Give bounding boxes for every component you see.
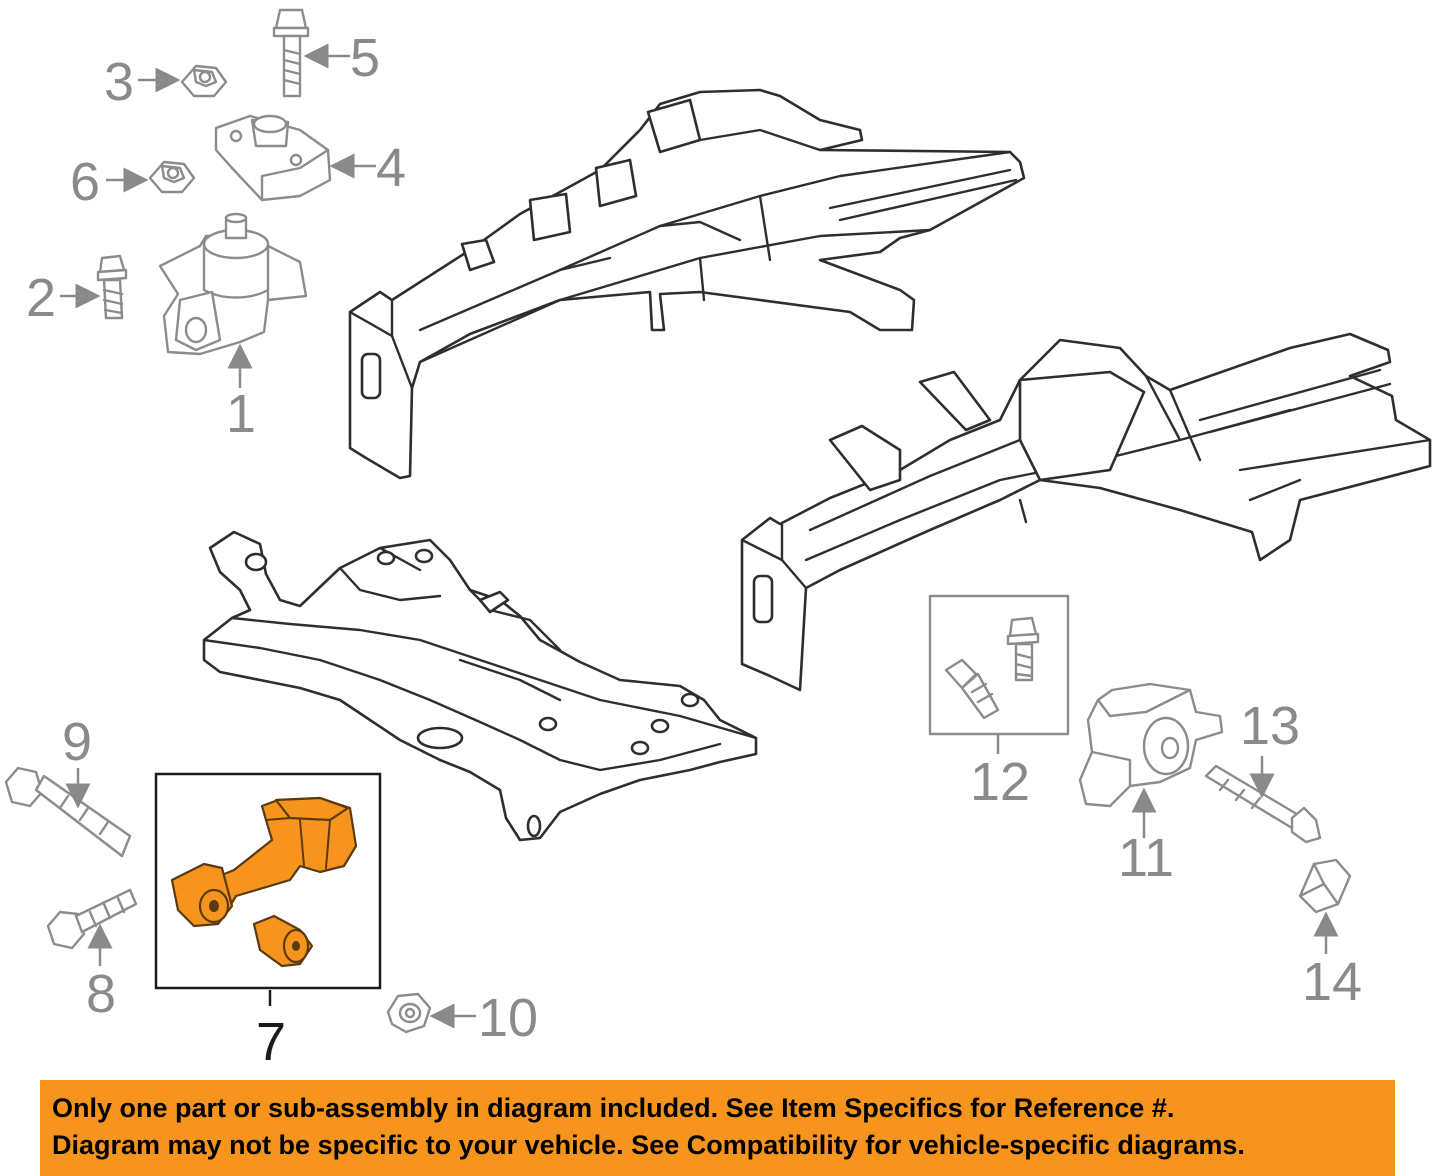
part-5-bolt[interactable] xyxy=(272,8,310,98)
callout-10: 10 xyxy=(478,988,538,1048)
part-12-bolt-kit[interactable] xyxy=(928,594,1070,736)
part-2-bolt[interactable] xyxy=(96,254,128,320)
callout-8: 8 xyxy=(86,964,116,1024)
callout-11: 11 xyxy=(1118,828,1174,888)
part-11-trans-mount[interactable] xyxy=(1078,682,1224,808)
callout-2: 2 xyxy=(26,268,56,328)
disclaimer-line-1: Only one part or sub-assembly in diagram… xyxy=(52,1093,1175,1123)
part-14-clip[interactable] xyxy=(1298,858,1352,914)
callout-13: 13 xyxy=(1240,696,1300,756)
upper-frame-rail xyxy=(348,88,1026,480)
callout-6: 6 xyxy=(70,152,100,212)
part-9-bolt[interactable] xyxy=(4,766,132,858)
part-6-nut[interactable] xyxy=(148,160,196,194)
part-3-nut[interactable] xyxy=(180,64,228,98)
callout-9: 9 xyxy=(62,712,92,772)
subframe-crossmember xyxy=(202,530,758,842)
part-1-engine-mount[interactable] xyxy=(158,212,308,356)
part-10-nut[interactable] xyxy=(386,992,432,1034)
callout-5: 5 xyxy=(350,28,380,88)
callout-7: 7 xyxy=(256,1012,286,1072)
lower-frame-rail xyxy=(740,332,1432,692)
callout-14: 14 xyxy=(1302,952,1362,1012)
disclaimer-banner: Only one part or sub-assembly in diagram… xyxy=(40,1080,1395,1176)
part-8-bolt[interactable] xyxy=(46,888,138,950)
callout-4: 4 xyxy=(376,138,406,198)
callout-12: 12 xyxy=(970,752,1030,812)
part-4-bracket[interactable] xyxy=(214,114,332,202)
callout-3: 3 xyxy=(104,52,134,112)
callout-1: 1 xyxy=(226,384,256,444)
part-7-torque-rod-mount[interactable] xyxy=(154,772,382,990)
disclaimer-line-2: Diagram may not be specific to your vehi… xyxy=(52,1130,1245,1160)
